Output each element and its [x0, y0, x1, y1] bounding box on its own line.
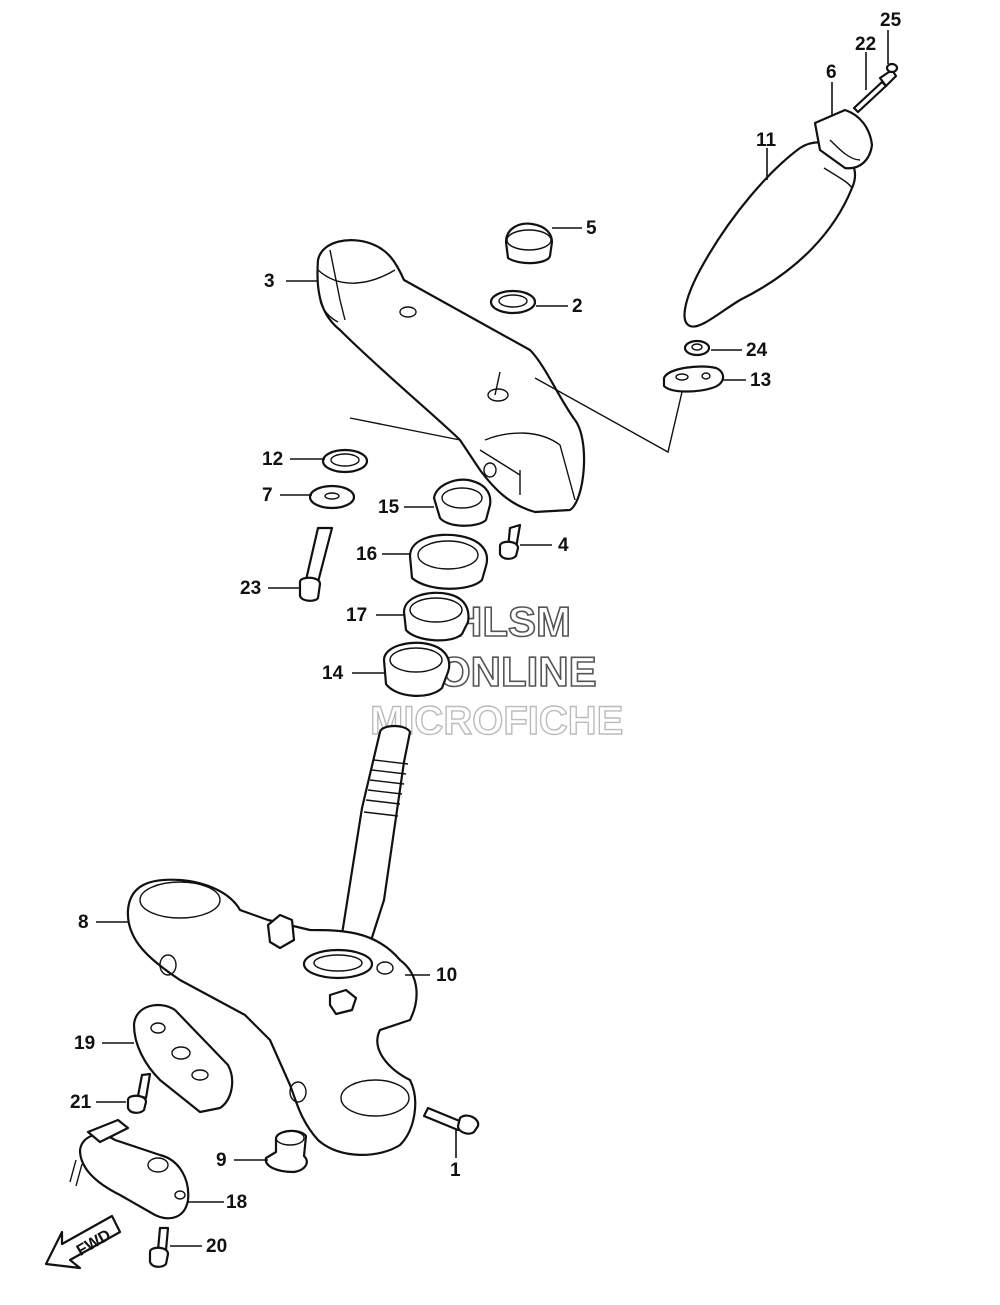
bolt-20-part[interactable] [148, 1226, 170, 1268]
watermark-line2: ONLINE [438, 648, 597, 695]
handlebar-holder-part[interactable] [813, 108, 874, 170]
callout-4[interactable]: 4 [558, 535, 569, 556]
leader-lines [96, 30, 889, 1247]
washer-24-part[interactable] [683, 339, 711, 357]
callout-14[interactable]: 14 [322, 663, 344, 684]
bolt-1-part[interactable] [422, 1106, 480, 1135]
seal-16-part[interactable] [408, 533, 489, 590]
plate-13-part[interactable] [662, 365, 725, 393]
clamp-19-part[interactable] [132, 1003, 234, 1114]
cap-part[interactable] [504, 222, 554, 265]
watermark-line3: MICROFICHE [370, 699, 623, 743]
callout-20[interactable]: 20 [206, 1236, 227, 1257]
bolt-4-part[interactable] [498, 523, 522, 560]
lock-bracket-part[interactable] [69, 1118, 190, 1220]
callout-16[interactable]: 16 [356, 544, 377, 565]
bushing-9-part[interactable] [264, 1129, 308, 1174]
callout-13[interactable]: 13 [750, 370, 771, 391]
callout-3[interactable]: 3 [264, 271, 275, 292]
lower-bracket-part[interactable] [126, 878, 418, 1156]
callout-8[interactable]: 8 [78, 912, 89, 933]
washer-7-part[interactable] [308, 484, 356, 510]
callout-21[interactable]: 21 [70, 1092, 92, 1113]
steering-nut-part[interactable] [432, 478, 492, 527]
callout-22[interactable]: 22 [855, 34, 876, 55]
callout-9[interactable]: 9 [216, 1150, 227, 1171]
watermark-line1: HLSM [452, 598, 571, 645]
dust-seal-part[interactable] [321, 448, 369, 474]
callout-23[interactable]: 23 [240, 578, 261, 599]
callout-12[interactable]: 12 [262, 449, 283, 470]
callout-6[interactable]: 6 [826, 62, 837, 83]
washer-25-part[interactable] [885, 62, 899, 74]
callout-2[interactable]: 2 [572, 296, 583, 317]
bolt-22-part[interactable] [852, 68, 898, 114]
callout-15[interactable]: 15 [378, 497, 400, 518]
bearing-17-part[interactable] [402, 591, 470, 642]
bolt-21-part[interactable] [126, 1072, 152, 1114]
guide-lines [349, 371, 683, 495]
callout-11[interactable]: 11 [756, 130, 777, 151]
callout-1[interactable]: 1 [450, 1160, 461, 1181]
fwd-arrow-icon: FWD [44, 1214, 122, 1270]
handlebar-cover-part[interactable] [683, 141, 857, 328]
callout-24[interactable]: 24 [746, 340, 768, 361]
callout-7[interactable]: 7 [262, 485, 273, 506]
bearing-14-part[interactable] [382, 641, 451, 697]
callout-18[interactable]: 18 [226, 1192, 247, 1213]
callout-19[interactable]: 19 [74, 1033, 95, 1054]
callout-10[interactable]: 10 [436, 965, 457, 986]
washer-part[interactable] [489, 289, 537, 315]
callout-25[interactable]: 25 [880, 10, 902, 31]
bolt-23-part[interactable] [298, 526, 334, 602]
callout-numbers: 25 22 6 11 3 5 2 24 13 12 7 15 4 16 17 1… [70, 10, 902, 1257]
upper-bracket-part[interactable] [316, 239, 586, 514]
watermark: HLSM ONLINE MICROFICHE [369, 597, 624, 744]
callout-5[interactable]: 5 [586, 218, 597, 239]
callout-17[interactable]: 17 [346, 605, 367, 626]
